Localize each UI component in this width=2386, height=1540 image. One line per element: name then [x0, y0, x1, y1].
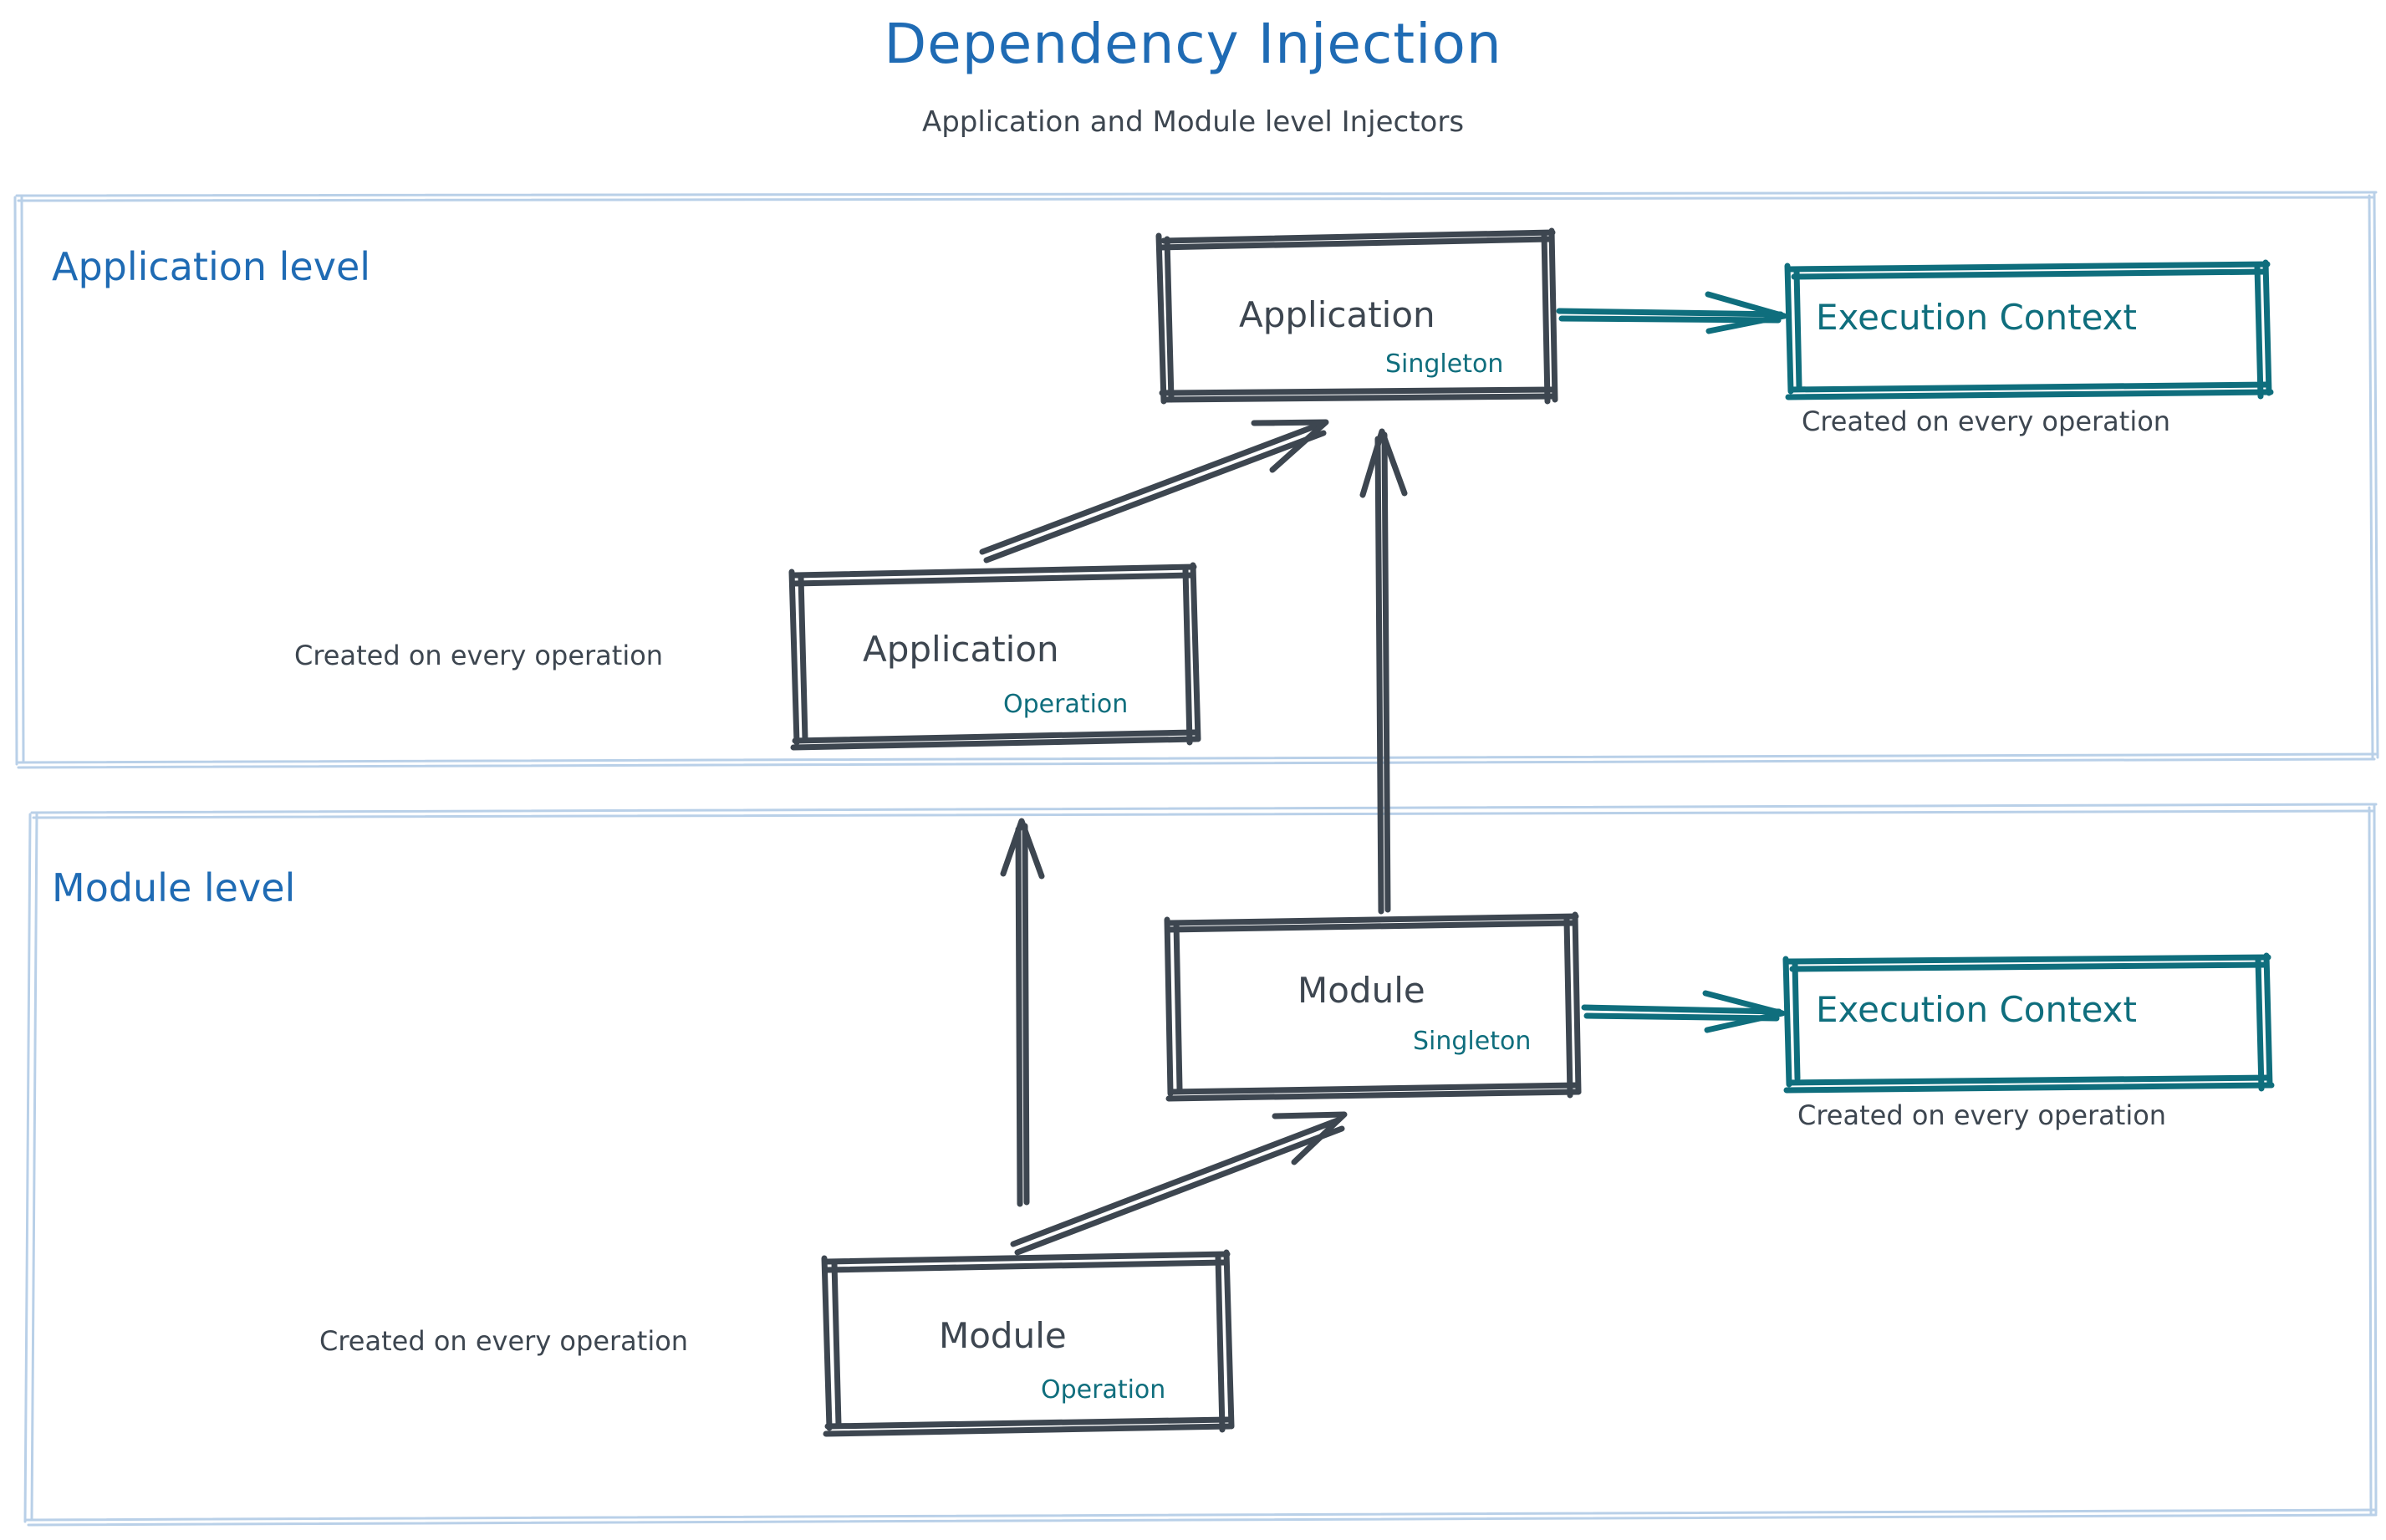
application-execution-context-box[interactable] [1784, 259, 2274, 400]
module-operation-box[interactable] [821, 1249, 1235, 1437]
application-level-panel [13, 191, 2379, 769]
edge-module-operation-to-module-singleton [1010, 1111, 1348, 1256]
node-label-application-operation: Application [863, 629, 1059, 670]
node-label-module-singleton: Module [1298, 970, 1425, 1011]
node-label-application-execution-context: Execution Context [1816, 297, 2137, 338]
caption-application-operation: Created on every operation [294, 640, 664, 671]
module-singleton-box[interactable] [1164, 911, 1582, 1102]
node-scope-module-singleton: Singleton [1413, 1027, 1532, 1056]
node-label-module-operation: Module [939, 1315, 1067, 1356]
node-scope-application-singleton: Singleton [1385, 349, 1504, 379]
edge-module-operation-to-app-operation [1000, 818, 1045, 1207]
edge-module-singleton-to-module-context [1581, 990, 1786, 1033]
node-label-application-singleton: Application [1239, 294, 1435, 335]
edge-app-singleton-to-app-context [1556, 291, 1787, 334]
caption-module-operation: Created on every operation [319, 1325, 689, 1357]
node-label-module-execution-context: Execution Context [1816, 989, 2137, 1030]
application-singleton-box[interactable] [1155, 227, 1558, 405]
section-label-module-level: Module level [52, 865, 296, 910]
application-operation-box[interactable] [788, 562, 1201, 751]
edge-app-operation-to-app-singleton [979, 419, 1329, 563]
node-scope-module-operation: Operation [1041, 1375, 1166, 1405]
section-label-application-level: Application level [52, 244, 371, 289]
module-level-panel [23, 803, 2378, 1527]
page-title: Dependency Injection [884, 12, 1502, 76]
module-execution-context-box[interactable] [1782, 952, 2275, 1094]
page-subtitle: Application and Module level Injectors [921, 105, 1465, 139]
caption-module-execution-context: Created on every operation [1797, 1099, 2167, 1131]
caption-application-execution-context: Created on every operation [1802, 405, 2171, 437]
edge-module-singleton-to-app-singleton [1359, 428, 1408, 915]
node-scope-application-operation: Operation [1003, 690, 1129, 719]
